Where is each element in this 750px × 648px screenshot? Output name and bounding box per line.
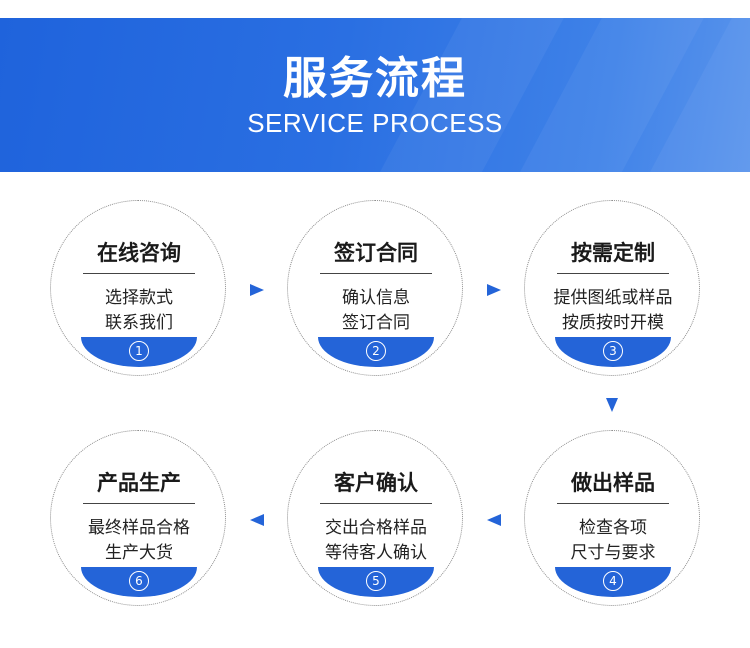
step-desc-line: 生产大货 [105, 543, 173, 563]
step-desc-line: 确认信息 [342, 288, 410, 308]
divider [83, 273, 195, 274]
step-card-1: 在线咨询 选择款式 联系我们 1 [50, 200, 226, 376]
step-card-5: 客户确认 交出合格样品 等待客人确认 5 [287, 430, 463, 606]
arrow-left-icon [487, 514, 501, 526]
step-number: 2 [366, 341, 386, 361]
divider [320, 503, 432, 504]
divider [83, 503, 195, 504]
arrow-down-icon [606, 398, 618, 412]
step-number-band: 5 [318, 567, 434, 597]
step-number: 4 [603, 571, 623, 591]
step-card-3: 按需定制 提供图纸或样品 按质按时开模 3 [524, 200, 700, 376]
header-banner: 服务流程 SERVICE PROCESS [0, 18, 750, 172]
step-number-band: 2 [318, 337, 434, 367]
step-desc-line: 签订合同 [342, 313, 410, 333]
step-heading: 做出样品 [571, 471, 655, 495]
divider [557, 273, 669, 274]
step-card-2: 签订合同 确认信息 签订合同 2 [287, 200, 463, 376]
step-desc-line: 按质按时开模 [562, 313, 664, 333]
page-subtitle: SERVICE PROCESS [247, 108, 503, 138]
step-desc-line: 尺寸与要求 [570, 543, 656, 563]
arrow-right-icon [487, 284, 501, 296]
step-card-6: 产品生产 最终样品合格 生产大货 6 [50, 430, 226, 606]
step-number-band: 3 [555, 337, 671, 367]
step-number: 1 [129, 341, 149, 361]
step-desc-line: 等待客人确认 [325, 543, 427, 563]
step-number: 3 [603, 341, 623, 361]
step-card-4: 做出样品 检查各项 尺寸与要求 4 [524, 430, 700, 606]
arrow-left-icon [250, 514, 264, 526]
step-desc-line: 最终样品合格 [88, 518, 190, 538]
divider [557, 503, 669, 504]
step-desc-line: 联系我们 [105, 313, 173, 333]
divider [320, 273, 432, 274]
step-heading: 在线咨询 [97, 241, 181, 265]
step-number: 6 [129, 571, 149, 591]
arrow-right-icon [250, 284, 264, 296]
step-number: 5 [366, 571, 386, 591]
page-title: 服务流程 [283, 53, 467, 104]
step-heading: 签订合同 [334, 241, 418, 265]
step-desc-line: 交出合格样品 [325, 518, 427, 538]
step-heading: 产品生产 [97, 471, 181, 495]
step-desc-line: 选择款式 [105, 288, 173, 308]
step-heading: 客户确认 [334, 471, 418, 495]
step-desc-line: 检查各项 [579, 518, 647, 538]
step-number-band: 6 [81, 567, 197, 597]
step-number-band: 1 [81, 337, 197, 367]
step-desc-line: 提供图纸或样品 [553, 288, 673, 308]
step-heading: 按需定制 [571, 241, 655, 265]
step-number-band: 4 [555, 567, 671, 597]
